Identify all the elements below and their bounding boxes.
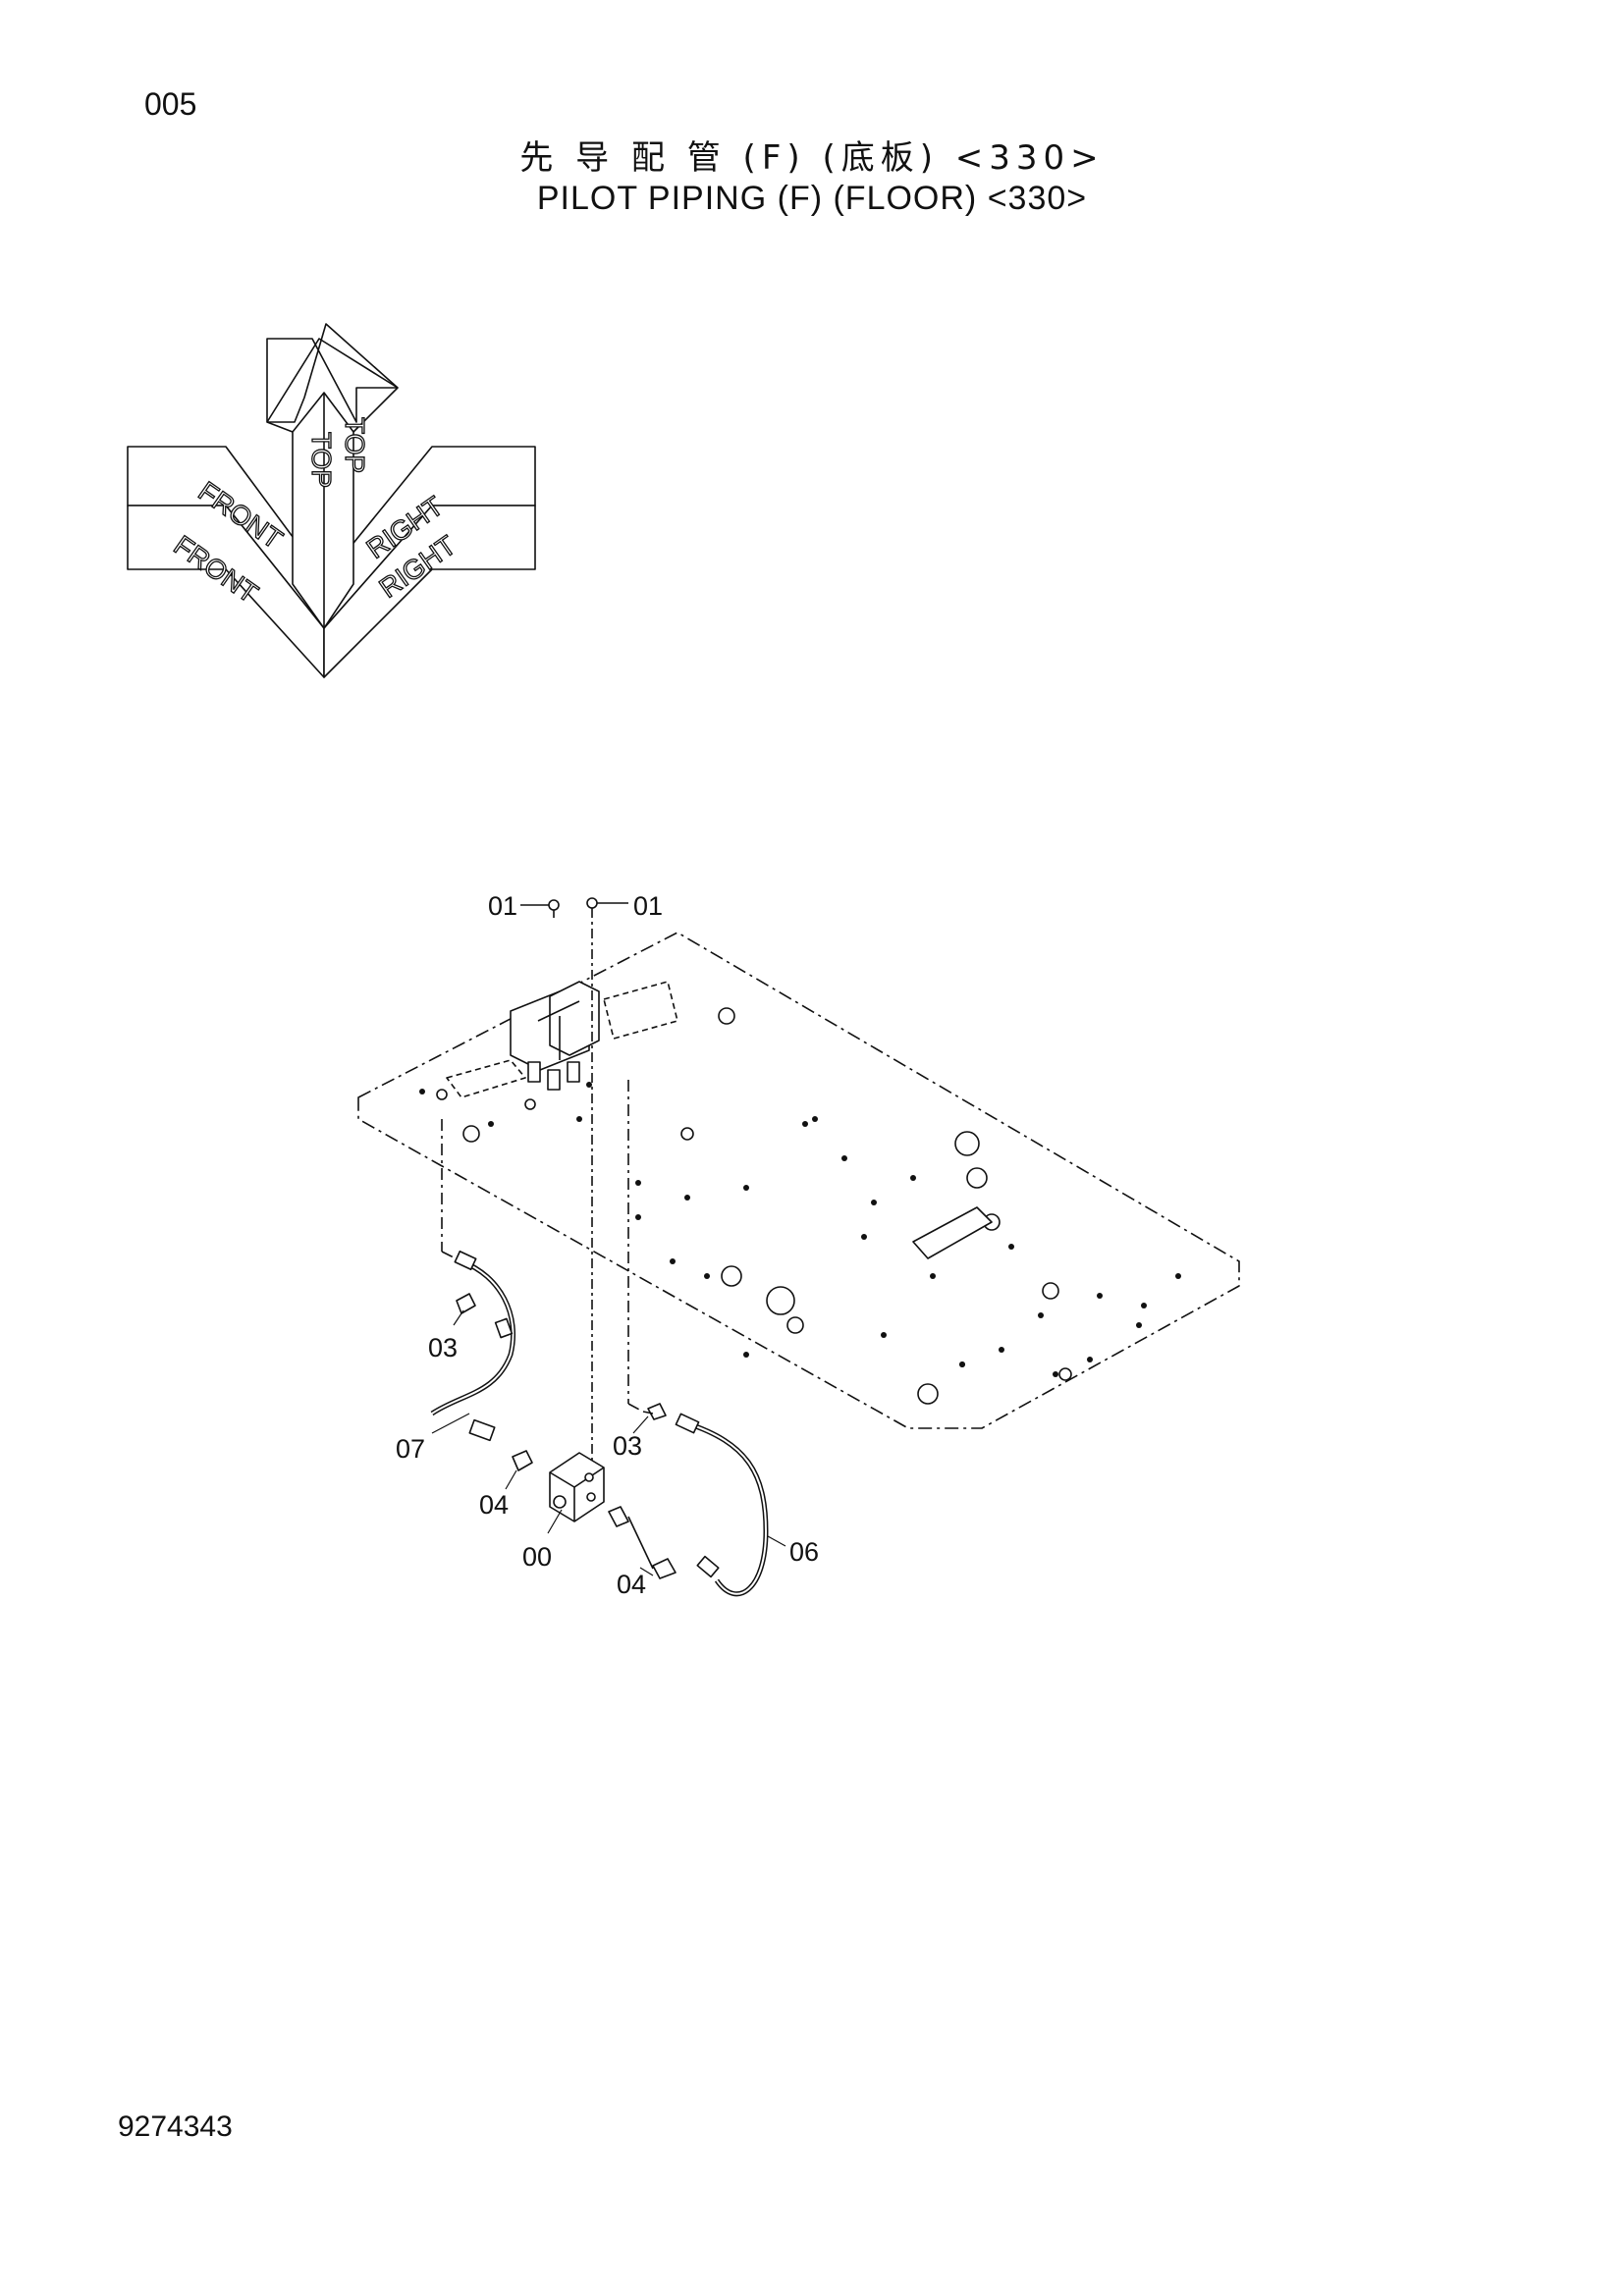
right-arrow-face [323,505,536,678]
top-label: TOP [306,432,337,488]
callout-06: 06 [789,1537,819,1567]
leader-lines [431,1309,786,1576]
top-arrow-shape [266,323,399,423]
floor-plate-cutouts [446,981,993,1259]
callout-00: 00 [522,1542,552,1572]
hose-07 [430,1250,516,1442]
bolt-markers [520,897,628,1482]
callout-03-right: 03 [613,1431,642,1461]
page-number: 005 [144,86,197,122]
valve-block-00 [549,1452,629,1527]
callout-04-right: 04 [617,1570,646,1599]
callout-labels: 01 01 03 03 07 04 04 00 06 [396,891,819,1599]
floor-plate [357,932,1240,1429]
document-number: 9274343 [118,2110,233,2143]
callout-04-left: 04 [479,1490,509,1520]
top-label-2: TOP [340,417,370,473]
callout-07: 07 [396,1434,425,1464]
pilot-valve [510,981,600,1091]
fitting-03 [456,1293,476,1314]
callout-03-left: 03 [428,1333,458,1362]
fitting-04 [512,1450,533,1471]
callout-01-right: 01 [633,891,663,921]
floor-plate-dots [419,1082,1181,1377]
page-title-chinese: 先 导 配 管 (F) (底板) <330> [519,138,1105,178]
hose-06 [627,1403,769,1597]
page-title-english: PILOT PIPING (F) (FLOOR) <330> [536,180,1088,217]
orientation-symbol [127,323,536,678]
callout-01-left: 01 [488,891,517,921]
